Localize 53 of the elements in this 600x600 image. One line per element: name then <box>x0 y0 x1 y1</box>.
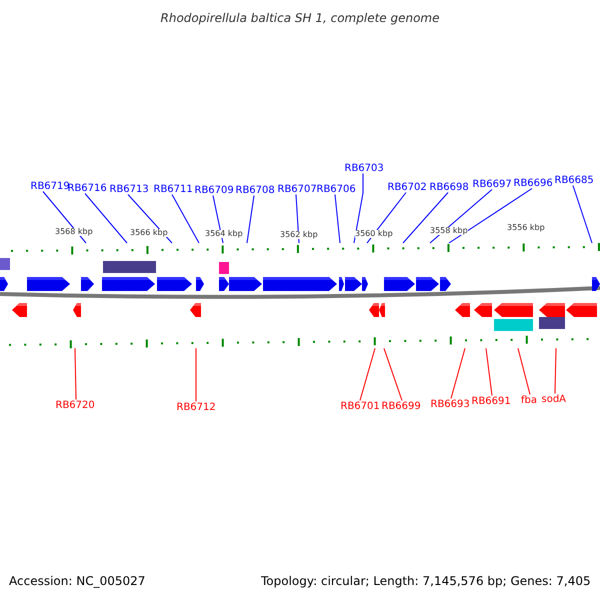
gene-label: RB6720 <box>56 400 95 410</box>
leader-line <box>450 348 466 399</box>
scale-label: 3560 kbp <box>355 230 393 238</box>
scale-label: 3556 kbp <box>507 224 545 232</box>
gene-label: RB6716 <box>68 182 107 194</box>
gene-label: RB6713 <box>110 184 149 194</box>
gene-label: RB6691 <box>472 396 511 406</box>
gene-label: fba <box>521 394 537 406</box>
scale-ruler <box>9 336 589 348</box>
leader-line <box>74 348 76 400</box>
gene-label: RB6693 <box>430 398 470 410</box>
gene-label: RB6708 <box>236 184 275 196</box>
gene-label: RB6712 <box>176 402 216 412</box>
leader-line <box>366 192 406 244</box>
leader-line <box>212 195 224 244</box>
gene-label: sodA <box>542 394 566 404</box>
leader-line <box>84 193 128 244</box>
leader-line <box>448 188 532 244</box>
gene-label: RB6702 <box>388 182 427 192</box>
gene-label: RB6719 <box>30 180 70 192</box>
leader-line <box>42 191 86 244</box>
scale-ruler <box>11 243 600 255</box>
gene-label: RB6698 <box>430 182 469 192</box>
title: Rhodopirellula baltica SH 1, complete genome <box>160 12 440 25</box>
leader-line <box>554 348 556 394</box>
leader-line <box>172 194 200 244</box>
gene-label: RB6707 <box>278 184 317 194</box>
leader-line <box>354 173 364 244</box>
scale-label: 3566 kbp <box>130 228 168 238</box>
gene-label: RB6701 <box>340 400 380 412</box>
gene-label: RB6709 <box>194 184 234 196</box>
leader-line <box>486 348 492 396</box>
scale-label: 3568 kbp <box>55 228 93 236</box>
leader-line <box>518 348 530 395</box>
scale-label: 3562 kbp <box>280 230 318 240</box>
leader-line <box>384 348 402 401</box>
gene-label: RB6699 <box>382 400 421 412</box>
accession-note: Accession: NC_005027 <box>9 574 146 588</box>
leader-line <box>430 189 492 244</box>
gene-label: RB6685 <box>554 174 594 186</box>
genome-info-note: Topology: circular; Length: 7,145,576 bp; Genes: 7,405 <box>261 574 591 588</box>
gene-label: RB6706 <box>316 184 356 194</box>
gene-label: RB6697 <box>472 178 512 190</box>
scale-label: 3564 kbp <box>205 230 243 238</box>
gene-label: RB6711 <box>154 184 193 194</box>
leader-line <box>572 185 592 244</box>
leader-line <box>246 195 254 244</box>
leader-line <box>402 192 448 244</box>
leader-line <box>334 194 340 244</box>
scale-label: 3558 kbp <box>430 226 468 236</box>
gene-label: RB6696 <box>514 178 553 188</box>
leader-line <box>360 348 376 401</box>
gene-label: RB6703 <box>344 162 384 174</box>
